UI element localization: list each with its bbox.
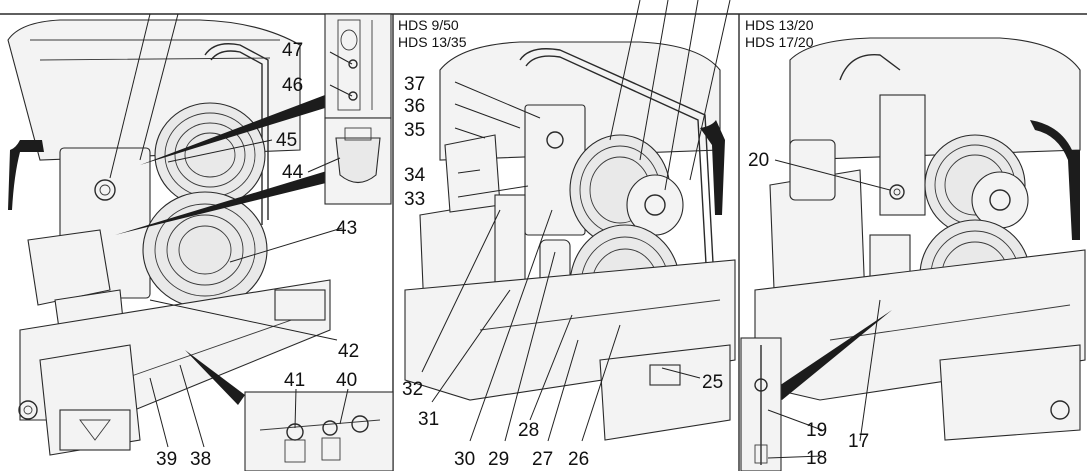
callout-35: 35	[404, 120, 425, 141]
leader-lines	[109, 0, 891, 459]
left-inset-filter	[324, 117, 392, 205]
callout-46: 46	[282, 75, 303, 96]
callout-42: 42	[338, 341, 359, 362]
left-machine-drawing	[7, 19, 331, 456]
middle-panel-heading: HDS 9/50 HDS 13/35	[398, 17, 466, 51]
left-inset-bottom	[244, 391, 394, 471]
callout-29: 29	[488, 449, 509, 470]
callout-27: 27	[532, 449, 553, 470]
right-machine-drawing	[740, 37, 1086, 471]
callout-40: 40	[336, 370, 357, 391]
callout-45: 45	[276, 130, 297, 151]
callout-38: 38	[190, 449, 211, 470]
callout-44: 44	[282, 162, 304, 183]
middle-machine-drawing	[404, 41, 736, 441]
callout-28: 28	[518, 420, 539, 441]
callout-33: 33	[404, 189, 425, 210]
callout-19: 19	[806, 420, 827, 441]
callout-41: 41	[284, 370, 305, 391]
middle-model-2: HDS 13/35	[398, 34, 467, 50]
callout-32: 32	[402, 379, 423, 400]
callout-20: 20	[748, 150, 769, 171]
right-model-2: HDS 17/20	[745, 34, 814, 50]
right-model-1: HDS 13/20	[745, 17, 814, 33]
callout-34: 34	[404, 165, 426, 186]
right-panel-heading: HDS 13/20 HDS 17/20	[745, 17, 813, 51]
callout-26: 26	[568, 449, 589, 470]
callout-36: 36	[404, 96, 425, 117]
callout-31: 31	[418, 409, 439, 430]
callout-17: 17	[848, 431, 869, 452]
callout-numbers: 47 46 45 44 43 42 41 40 39 38 37 36 35 3…	[156, 40, 869, 470]
middle-model-1: HDS 9/50	[398, 17, 459, 33]
callout-47: 47	[282, 40, 303, 61]
callout-30: 30	[454, 449, 475, 470]
left-inset-upper	[324, 13, 392, 119]
callout-18: 18	[806, 448, 827, 469]
callout-25: 25	[702, 372, 723, 393]
callout-37: 37	[404, 74, 425, 95]
callout-39: 39	[156, 449, 177, 470]
callout-43: 43	[336, 218, 357, 239]
